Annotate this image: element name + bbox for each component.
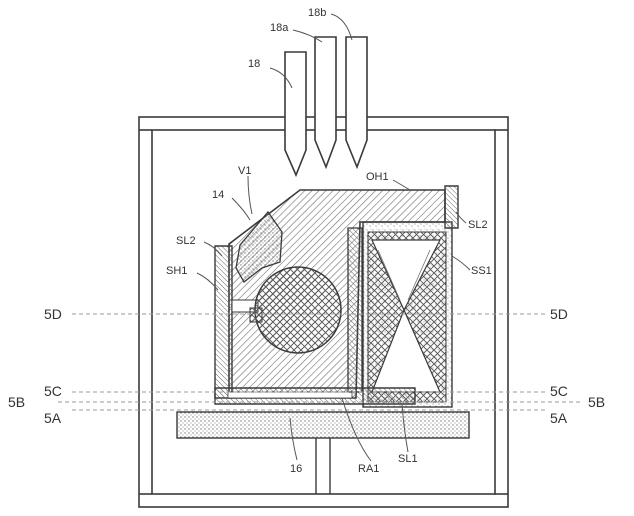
- label-5a-left: 5A: [44, 410, 62, 426]
- label-sl2-left: SL2: [176, 235, 196, 247]
- label-5d-right: 5D: [550, 306, 568, 322]
- leader-lines: [196, 13, 471, 462]
- label-oh1: OH1: [366, 171, 389, 183]
- void-v1: [249, 266, 342, 354]
- sidewall-right: [444, 185, 459, 229]
- label-5d-left: 5D: [44, 306, 62, 322]
- support-post: [315, 438, 331, 494]
- label-5a-right: 5A: [550, 410, 568, 426]
- label-5b-right: 5B: [588, 394, 605, 410]
- platform-16: [176, 411, 470, 439]
- probe-18a: [314, 36, 337, 170]
- label-5c-right: 5C: [550, 383, 568, 399]
- label-18: 18: [248, 58, 260, 70]
- tray-bottom: [214, 387, 416, 405]
- label-18b: 18b: [308, 7, 326, 19]
- label-16: 16: [290, 463, 302, 475]
- label-5c-left: 5C: [44, 383, 62, 399]
- label-sl1: SL1: [398, 453, 418, 465]
- section-lines: [58, 313, 580, 411]
- label-14: 14: [212, 189, 224, 201]
- label-5b-left: 5B: [8, 394, 25, 410]
- label-v1: V1: [238, 165, 251, 177]
- probe-18b: [345, 36, 368, 170]
- sample-14: [235, 210, 283, 283]
- label-sh1: SH1: [166, 265, 187, 277]
- label-sl2-right: SL2: [468, 219, 488, 231]
- divider-wall: [347, 227, 363, 393]
- reference-labels: 18 18a 18b V1 OH1 14 SL2 SL2 SH1 SS1 5D …: [8, 7, 605, 475]
- label-ss1: SS1: [471, 265, 492, 277]
- probe-18: [284, 51, 307, 178]
- label-ra1: RA1: [358, 463, 379, 475]
- label-18a: 18a: [270, 22, 289, 34]
